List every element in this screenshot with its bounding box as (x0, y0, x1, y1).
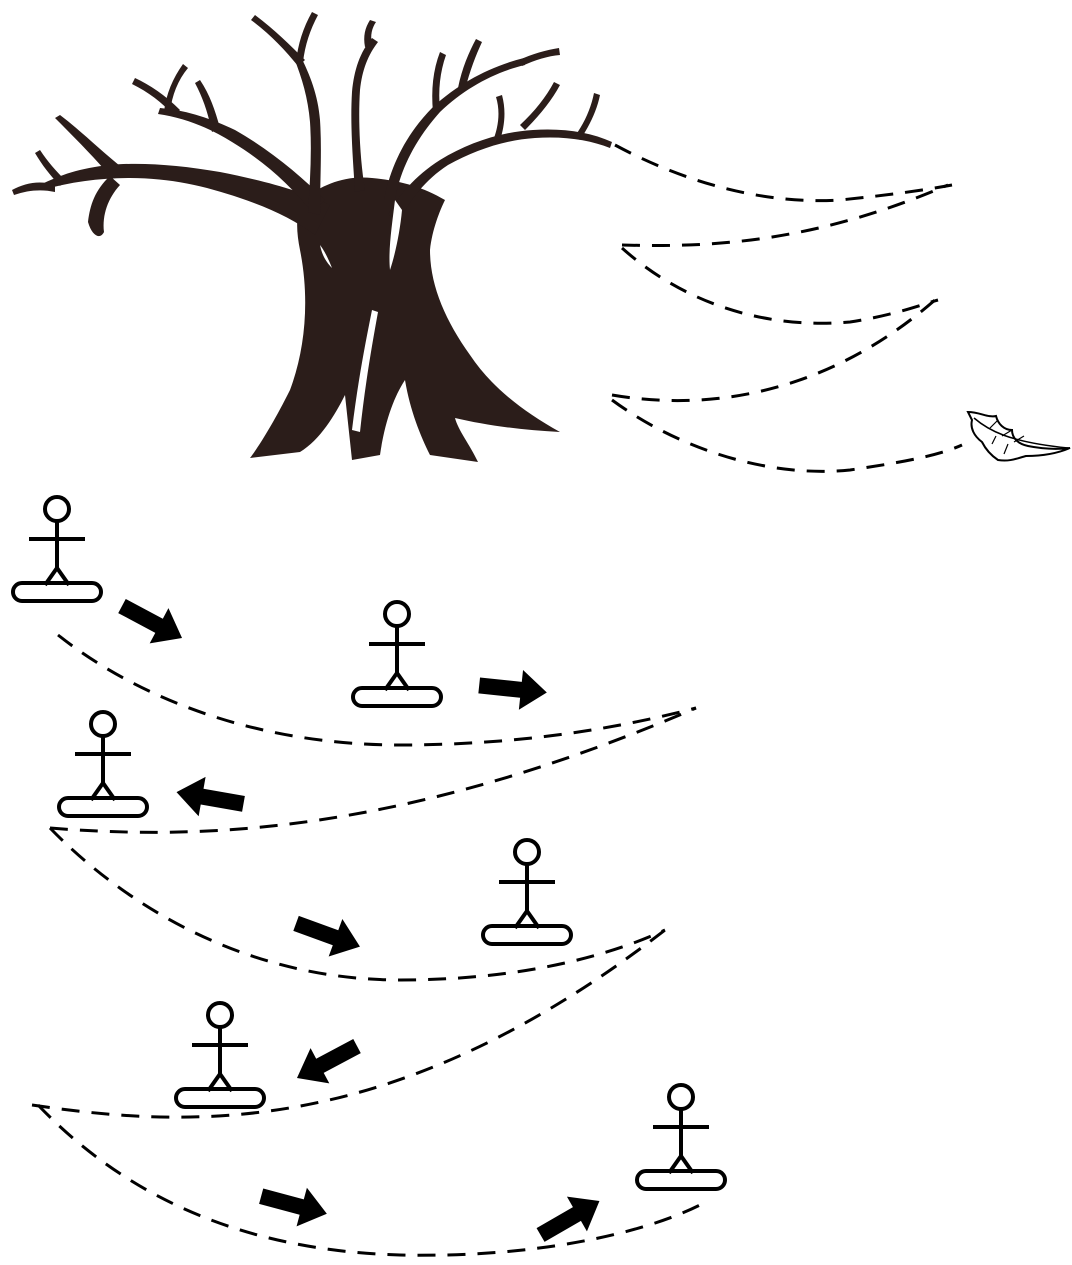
wind-line-2 (621, 183, 949, 248)
tree-branch-twig-e (195, 80, 220, 132)
motion-arrow (478, 669, 547, 710)
tree-trunk (250, 177, 560, 462)
figure-legs (206, 1070, 234, 1093)
path-line-5 (36, 1103, 701, 1257)
tree-branch-far-left (55, 115, 125, 178)
stick-figure-on-board (11, 495, 103, 603)
tree-branch-upper-right (432, 52, 446, 112)
snowboard (351, 686, 443, 708)
path-line-3 (48, 826, 666, 982)
tree-branch-center-twig (364, 20, 376, 47)
stick-figures (11, 495, 727, 1191)
path-line-2 (49, 706, 697, 834)
snowboard (481, 924, 573, 946)
leaf-outline (966, 410, 1071, 462)
tree-limb-left (40, 163, 330, 235)
tree-branch-twig-a (88, 176, 120, 237)
wind-lines (611, 143, 963, 473)
tree-branch-twig-c (35, 150, 65, 186)
motion-arrows (118, 598, 600, 1242)
tree-highlights (320, 200, 402, 432)
figure-legs (383, 669, 411, 692)
wind-line-3 (620, 246, 939, 325)
snowboard (57, 796, 149, 818)
tree-branch-twig-f (164, 64, 188, 112)
tree-limb-center-right (351, 38, 378, 192)
stick-figure-on-board (351, 600, 443, 708)
snowboard (174, 1087, 266, 1109)
motion-arrow (296, 1038, 361, 1084)
tree-branch-top-left (251, 15, 305, 66)
stick-figure-on-board (57, 710, 149, 818)
wind-line-4 (611, 298, 936, 403)
figure-legs (667, 1152, 695, 1175)
path-lines (31, 633, 701, 1257)
stick-figure-on-board (174, 1001, 266, 1109)
figure-legs (513, 907, 541, 930)
motion-arrow (176, 776, 245, 817)
figure-head (513, 838, 541, 866)
path-line-4 (31, 928, 666, 1119)
tree-branch-right-twig-3 (575, 93, 600, 140)
tree-branch-right-twig (520, 82, 560, 130)
tree-branch-right-tip (519, 48, 560, 66)
motion-arrow (293, 915, 360, 957)
figure-head (667, 1083, 695, 1111)
figure-head (383, 600, 411, 628)
snowboard (635, 1169, 727, 1191)
motion-arrow (259, 1187, 327, 1227)
oak-leaf-icon (966, 410, 1071, 462)
tree-branch-top-left-2 (296, 12, 318, 62)
snowboard (11, 581, 103, 603)
wind-line-5 (611, 398, 963, 473)
tree-branch-right-twig-2 (494, 95, 505, 140)
tree-limb-right (388, 129, 612, 220)
tree-branch-twig-b (12, 182, 55, 195)
figure-legs (89, 779, 117, 802)
figure-head (43, 495, 71, 523)
motion-arrow (118, 598, 183, 644)
tree-limb-center-left (294, 55, 321, 215)
figure-legs (43, 564, 71, 587)
path-line-1 (57, 633, 697, 747)
motion-arrow (536, 1196, 600, 1242)
stick-figure-on-board (481, 838, 573, 946)
figure-head (89, 710, 117, 738)
tree-branch-upper-right-2 (458, 39, 482, 90)
bare-tree (12, 12, 612, 462)
tree-limb-right-upper (384, 58, 525, 200)
wind-line-1 (614, 143, 953, 203)
stick-figure-on-board (635, 1083, 727, 1191)
tree-limb-left-upper (158, 108, 325, 212)
figure-head (206, 1001, 234, 1029)
